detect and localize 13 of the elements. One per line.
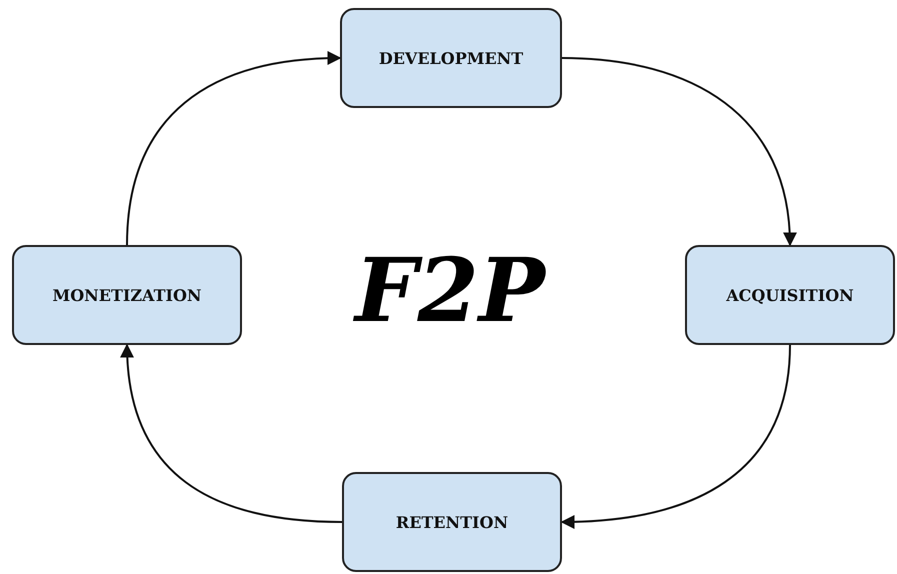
arrow — [126, 51, 342, 246]
stage-label: MONETIZATION — [52, 286, 202, 304]
stage-box — [12, 245, 242, 345]
arrow — [560, 344, 791, 529]
stage-label: ACQUISITION — [726, 286, 854, 304]
diagram-title: F2P — [352, 237, 547, 344]
arrow — [562, 57, 796, 246]
stage-label: RETENTION — [396, 512, 508, 532]
stage-box — [342, 472, 562, 572]
stage-label: DEVELOPMENT — [378, 48, 524, 68]
arrow — [120, 344, 342, 523]
stage-box — [340, 8, 562, 108]
stage-box — [685, 245, 895, 345]
